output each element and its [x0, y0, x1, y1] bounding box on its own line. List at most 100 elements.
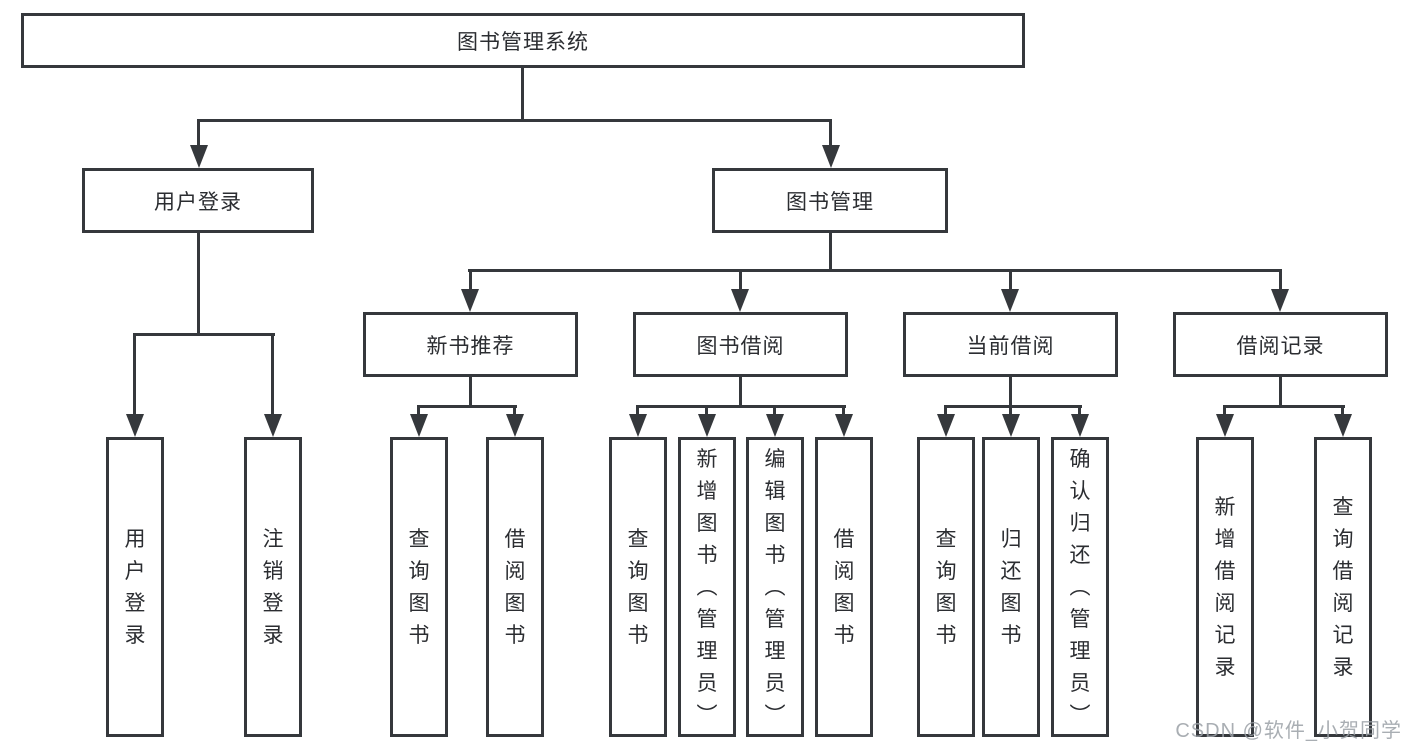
vertical-char: 增: [696, 479, 718, 503]
node-current-borrow-label: 当前借阅: [966, 334, 1055, 358]
arrowhead-down: [1002, 414, 1020, 437]
vertical-char: 记: [1332, 623, 1354, 647]
connector-borrow-stem: [739, 377, 742, 407]
vertical-char: 询: [408, 559, 430, 583]
vertical-char: 新: [1214, 495, 1236, 519]
connector-shaft: [829, 121, 832, 146]
vertical-char: 用: [124, 527, 146, 551]
arrowhead-down: [766, 414, 784, 437]
vertical-char: 图: [935, 591, 957, 615]
leaf-edit-book-admin: 编辑图书︵管理员︶: [746, 437, 804, 737]
vertical-char: 书: [1000, 623, 1022, 647]
csdn-watermark: CSDN @软件_小贺同学: [1175, 720, 1402, 742]
vertical-char: 管: [764, 607, 786, 631]
vertical-char: 书: [627, 623, 649, 647]
connector-root-stem: [521, 68, 524, 121]
arrowhead-down: [731, 289, 749, 312]
vertical-char: 理: [764, 639, 786, 663]
vertical-char: 录: [1214, 655, 1236, 679]
vertical-char: 图: [1000, 591, 1022, 615]
arrowhead-down: [190, 145, 208, 168]
vertical-char: 图: [696, 511, 718, 535]
vertical-char: 理: [696, 639, 718, 663]
connector-shaft: [133, 335, 136, 415]
arrowhead-down: [822, 145, 840, 168]
vertical-char: 新: [696, 447, 718, 471]
connector-shaft: [1279, 271, 1282, 290]
vertical-char: 录: [262, 623, 284, 647]
node-user-login: 用户登录: [82, 168, 314, 233]
connector-shaft: [1078, 407, 1081, 415]
node-book-borrow-label: 图书借阅: [696, 334, 785, 358]
vertical-char: 书: [764, 543, 786, 567]
node-root: 图书管理系统: [21, 13, 1025, 68]
leaf-recommend-borrow-books: 借阅图书: [486, 437, 544, 737]
node-borrow-records-label: 借阅记录: [1236, 334, 1325, 358]
connector-recommend-hline: [417, 405, 517, 408]
vertical-char: 书: [408, 623, 430, 647]
connector-shaft: [417, 407, 420, 415]
vertical-char: 登: [262, 591, 284, 615]
arrowhead-down: [264, 414, 282, 437]
arrowhead-down: [506, 414, 524, 437]
node-book-management: 图书管理: [712, 168, 948, 233]
connector-shaft: [1223, 407, 1226, 415]
connector-book-mgmt-stem: [829, 233, 832, 271]
connector-shaft: [705, 407, 708, 415]
vertical-char: 辑: [764, 479, 786, 503]
vertical-char: 销: [262, 559, 284, 583]
vertical-char: 图: [833, 591, 855, 615]
connector-shaft: [1009, 271, 1012, 290]
vertical-char: 查: [408, 527, 430, 551]
connector-shaft: [739, 271, 742, 290]
arrowhead-down: [698, 414, 716, 437]
node-root-label: 图书管理系统: [457, 30, 589, 54]
arrowhead-down: [835, 414, 853, 437]
vertical-char: ︶: [764, 703, 786, 727]
vertical-char: 图: [764, 511, 786, 535]
arrowhead-down: [126, 414, 144, 437]
connector-root-hline: [197, 119, 832, 122]
vertical-char: 归: [1069, 511, 1091, 535]
vertical-char: 管: [1069, 607, 1091, 631]
node-book-borrow: 图书借阅: [633, 312, 848, 377]
node-new-book-recommend-label: 新书推荐: [426, 334, 515, 358]
leaf-user-login: 用户登录: [106, 437, 164, 737]
vertical-char: 理: [1069, 639, 1091, 663]
vertical-char: ︵: [696, 575, 718, 599]
vertical-char: 编: [764, 447, 786, 471]
connector-shaft: [773, 407, 776, 415]
connector-records-stem: [1279, 377, 1282, 407]
connector-current-stem: [1009, 377, 1012, 407]
node-book-management-label: 图书管理: [786, 190, 874, 214]
arrowhead-down: [461, 289, 479, 312]
connector-shaft: [842, 407, 845, 415]
vertical-char: 借: [504, 527, 526, 551]
vertical-char: ︵: [764, 575, 786, 599]
connector-current-hline: [944, 405, 1082, 408]
vertical-char: 借: [1332, 559, 1354, 583]
leaf-current-query-books: 查询图书: [917, 437, 975, 737]
vertical-char: 还: [1069, 543, 1091, 567]
vertical-char: 阅: [1214, 591, 1236, 615]
arrowhead-down: [410, 414, 428, 437]
arrowhead-down: [1001, 289, 1019, 312]
vertical-char: 还: [1000, 559, 1022, 583]
connector-shaft: [469, 271, 472, 290]
vertical-char: 记: [1214, 623, 1236, 647]
vertical-char: 增: [1214, 527, 1236, 551]
node-current-borrow: 当前借阅: [903, 312, 1118, 377]
connector-recommend-stem: [469, 377, 472, 407]
vertical-char: 询: [935, 559, 957, 583]
vertical-char: 查: [935, 527, 957, 551]
leaf-query-borrow-record: 查询借阅记录: [1314, 437, 1372, 737]
connector-shaft: [197, 121, 200, 146]
arrowhead-down: [1334, 414, 1352, 437]
connector-shaft: [513, 407, 516, 415]
node-borrow-records: 借阅记录: [1173, 312, 1388, 377]
connector-shaft: [636, 407, 639, 415]
vertical-char: 员: [696, 671, 718, 695]
connector-shaft: [1341, 407, 1344, 415]
vertical-char: 书: [833, 623, 855, 647]
leaf-borrow-query-books: 查询图书: [609, 437, 667, 737]
